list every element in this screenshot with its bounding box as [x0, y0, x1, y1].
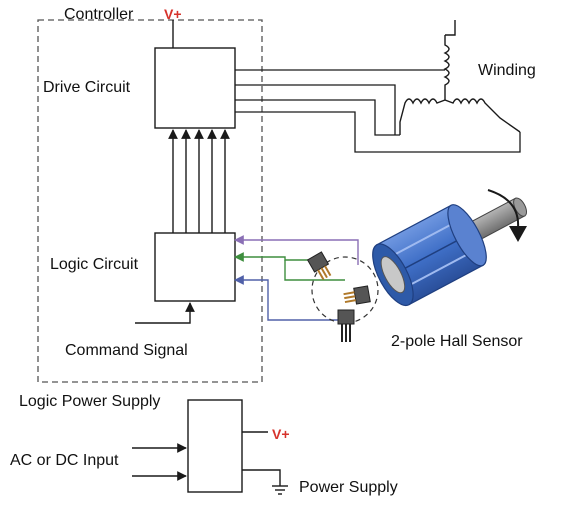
ground-symbol-icon	[242, 469, 288, 495]
vplus-top-label: V+	[164, 6, 182, 22]
winding-coils	[399, 20, 521, 135]
logic-circuit-label: Logic Circuit	[50, 256, 139, 273]
hall-signal-purple-2	[355, 239, 359, 265]
hall-signal-blue	[234, 275, 340, 321]
power-supply-label: Power Supply	[299, 479, 398, 496]
rotor-magnet-icon	[372, 197, 528, 307]
power-supply-box	[187, 399, 243, 493]
sensor-orbit	[311, 256, 379, 324]
hall-signal-green	[234, 252, 310, 262]
controller-boundary	[37, 19, 263, 383]
drive-circuit-label: Drive Circuit	[43, 79, 131, 96]
ac-dc-input-label: AC or DC Input	[10, 452, 119, 469]
winding-label: Winding	[478, 62, 536, 79]
drive-circuit-box	[154, 47, 236, 129]
controller-label: Controller	[64, 6, 134, 23]
rotation-arrow-icon	[487, 189, 527, 242]
logic-to-drive-arrows	[168, 129, 230, 233]
logic-circuit-box	[154, 232, 236, 302]
hall-sensor-label: 2-pole Hall Sensor	[391, 333, 523, 350]
vplus-supply-label: V+	[272, 426, 290, 442]
hall-effect-sensor-icon	[306, 251, 371, 342]
command-signal-arrow	[135, 302, 195, 324]
hall-signal-green-2	[284, 260, 345, 281]
drive-to-winding-wires	[235, 69, 521, 153]
command-signal-label: Command Signal	[65, 342, 188, 359]
logic-power-supply-label: Logic Power Supply	[19, 393, 161, 410]
